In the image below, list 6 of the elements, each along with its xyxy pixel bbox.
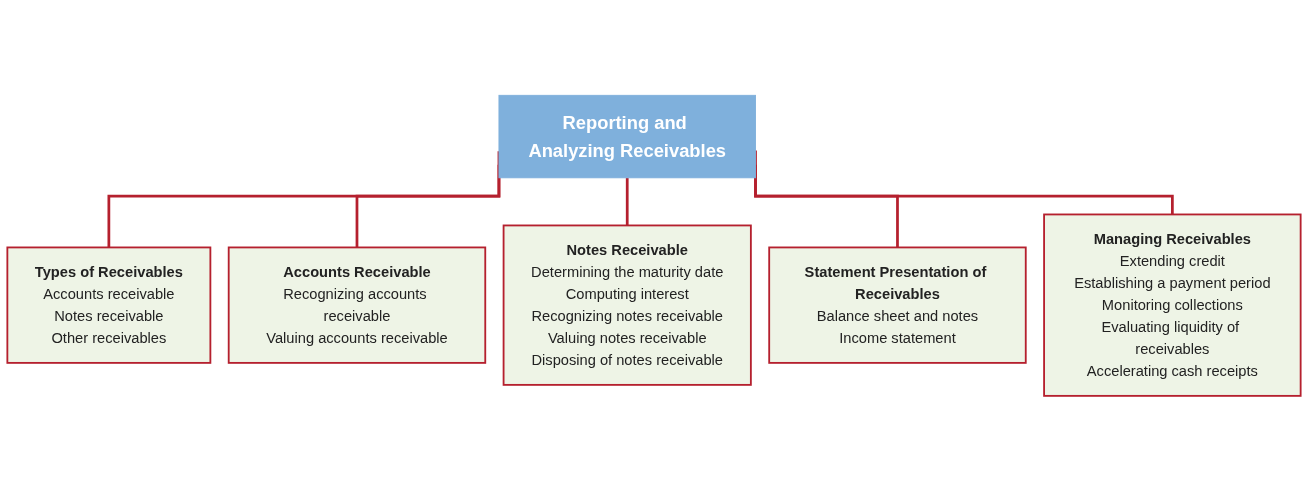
node-box: Reporting and Analyzing Receivables (498, 95, 756, 179)
node-box: Statement Presentation of Receivables Balance sheet and notes Income statement (768, 246, 1027, 365)
node-box: Notes Receivable Determining the maturity date Computing interest Recognizing notes receivable Valuing notes receivable Disposing of notes receivable (502, 224, 752, 387)
node-box: Accounts Receivable Recognizing accounts receivable Valuing accounts receivable (227, 246, 487, 365)
node-box: Managing Receivables Extending credit Establishing a payment period Monitoring collections Evaluating liquidity of receivables Accelerating cash receipts (1043, 213, 1302, 398)
node-box: Types of Receivables Accounts receivable Notes receivable Other receivables (6, 246, 212, 365)
